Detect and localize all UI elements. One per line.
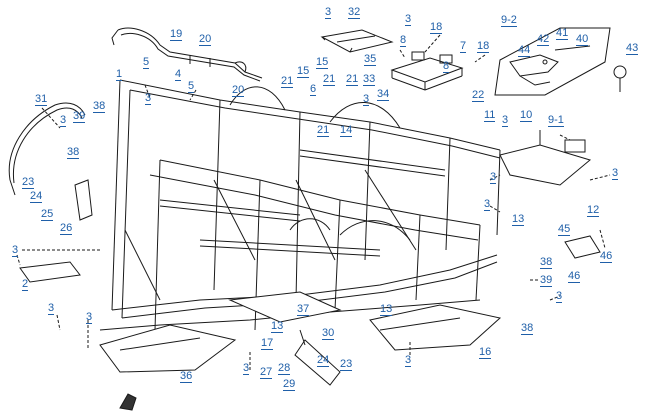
- callout-13[interactable]: 13: [271, 320, 284, 333]
- callout-41[interactable]: 41: [556, 27, 569, 40]
- callout-11[interactable]: 11: [484, 109, 496, 122]
- callout-3[interactable]: 3: [48, 302, 55, 315]
- callout-22[interactable]: 22: [472, 89, 485, 102]
- callout-15[interactable]: 15: [297, 65, 310, 78]
- upper-right-bracket-part: [392, 52, 462, 90]
- callout-23[interactable]: 23: [340, 358, 353, 371]
- callout-34[interactable]: 34: [377, 88, 390, 101]
- callout-3[interactable]: 3: [556, 290, 563, 303]
- callout-3[interactable]: 3: [405, 354, 412, 367]
- callout-21[interactable]: 21: [346, 73, 359, 86]
- callout-43[interactable]: 43: [626, 42, 639, 55]
- callout-9-1[interactable]: 9-1: [548, 114, 564, 127]
- callout-21[interactable]: 21: [323, 73, 336, 86]
- callout-42[interactable]: 42: [537, 33, 550, 46]
- callout-38[interactable]: 38: [93, 100, 106, 113]
- callout-9-2[interactable]: 9-2: [501, 14, 517, 27]
- callout-3[interactable]: 3: [86, 311, 93, 324]
- callout-3[interactable]: 3: [145, 92, 152, 105]
- leader-lines: [17, 35, 610, 370]
- detail-box-9-2: [495, 28, 610, 95]
- callout-8[interactable]: 8: [443, 60, 450, 73]
- callout-27[interactable]: 27: [260, 366, 273, 379]
- callout-5[interactable]: 5: [188, 80, 195, 93]
- bracket-part-45: [565, 236, 600, 258]
- pedal-part: [75, 180, 340, 385]
- callout-38[interactable]: 38: [540, 256, 553, 269]
- callout-26[interactable]: 26: [60, 222, 73, 235]
- callout-28[interactable]: 28: [278, 362, 291, 375]
- callout-46[interactable]: 46: [568, 270, 581, 283]
- top-plate-part: [322, 30, 392, 52]
- callout-13[interactable]: 13: [512, 213, 525, 226]
- callout-25[interactable]: 25: [41, 208, 54, 221]
- callout-38[interactable]: 38: [521, 322, 534, 335]
- floor-plate-13: [230, 292, 340, 322]
- callout-23[interactable]: 23: [22, 176, 35, 189]
- callout-35[interactable]: 35: [364, 53, 377, 66]
- callout-18[interactable]: 18: [477, 40, 490, 53]
- callout-39[interactable]: 39: [73, 110, 86, 123]
- callout-45[interactable]: 45: [558, 223, 571, 236]
- callout-3[interactable]: 3: [60, 114, 67, 127]
- callout-38[interactable]: 38: [67, 146, 80, 159]
- callout-18[interactable]: 18: [430, 21, 443, 34]
- callout-17[interactable]: 17: [261, 337, 274, 350]
- callout-44[interactable]: 44: [518, 44, 531, 57]
- callout-3[interactable]: 3: [363, 93, 370, 106]
- callout-6[interactable]: 6: [310, 83, 317, 96]
- callout-5[interactable]: 5: [143, 56, 150, 69]
- floor-plate-36: [100, 325, 235, 372]
- callout-2[interactable]: 2: [22, 278, 29, 291]
- cable-part: [9, 103, 85, 195]
- callout-20[interactable]: 20: [199, 33, 212, 46]
- callout-15[interactable]: 15: [316, 56, 329, 69]
- callout-21[interactable]: 21: [281, 75, 294, 88]
- bracket-part-9-1: [500, 130, 590, 185]
- callout-29[interactable]: 29: [283, 378, 296, 391]
- bracket-part-2: [20, 262, 80, 282]
- callout-21[interactable]: 21: [317, 124, 330, 137]
- callout-30[interactable]: 30: [322, 327, 335, 340]
- callout-3[interactable]: 3: [325, 6, 332, 19]
- callout-40[interactable]: 40: [576, 33, 589, 46]
- callout-33[interactable]: 33: [363, 73, 376, 86]
- callout-19[interactable]: 19: [170, 28, 183, 41]
- callout-46[interactable]: 46: [600, 250, 613, 263]
- callout-3[interactable]: 3: [502, 114, 509, 127]
- callout-10[interactable]: 10: [520, 109, 533, 122]
- callout-37[interactable]: 37: [297, 303, 310, 316]
- callout-12[interactable]: 12: [587, 204, 600, 217]
- grab-bar-part: [112, 28, 262, 81]
- callout-24[interactable]: 24: [317, 354, 330, 367]
- ball-joint-part: [614, 66, 626, 92]
- callout-32[interactable]: 32: [348, 6, 361, 19]
- callout-4[interactable]: 4: [175, 68, 182, 81]
- callout-31[interactable]: 31: [35, 93, 48, 106]
- callout-16[interactable]: 16: [479, 346, 492, 359]
- callout-3[interactable]: 3: [484, 198, 491, 211]
- callout-3[interactable]: 3: [405, 13, 412, 26]
- callout-1[interactable]: 1: [116, 68, 123, 81]
- callout-13[interactable]: 13: [380, 303, 393, 316]
- floor-plate-16: [370, 305, 500, 350]
- main-frame-part: [100, 80, 500, 330]
- callout-24[interactable]: 24: [30, 190, 43, 203]
- callout-3[interactable]: 3: [243, 362, 250, 375]
- callout-14[interactable]: 14: [340, 124, 353, 137]
- callout-36[interactable]: 36: [180, 370, 193, 383]
- callout-3[interactable]: 3: [12, 244, 19, 257]
- callout-3[interactable]: 3: [612, 167, 619, 180]
- callout-8[interactable]: 8: [400, 34, 407, 47]
- callout-20[interactable]: 20: [232, 84, 245, 97]
- corner-logo: [120, 394, 136, 410]
- callout-39[interactable]: 39: [540, 274, 553, 287]
- callout-3[interactable]: 3: [490, 171, 497, 184]
- callout-7[interactable]: 7: [460, 40, 467, 53]
